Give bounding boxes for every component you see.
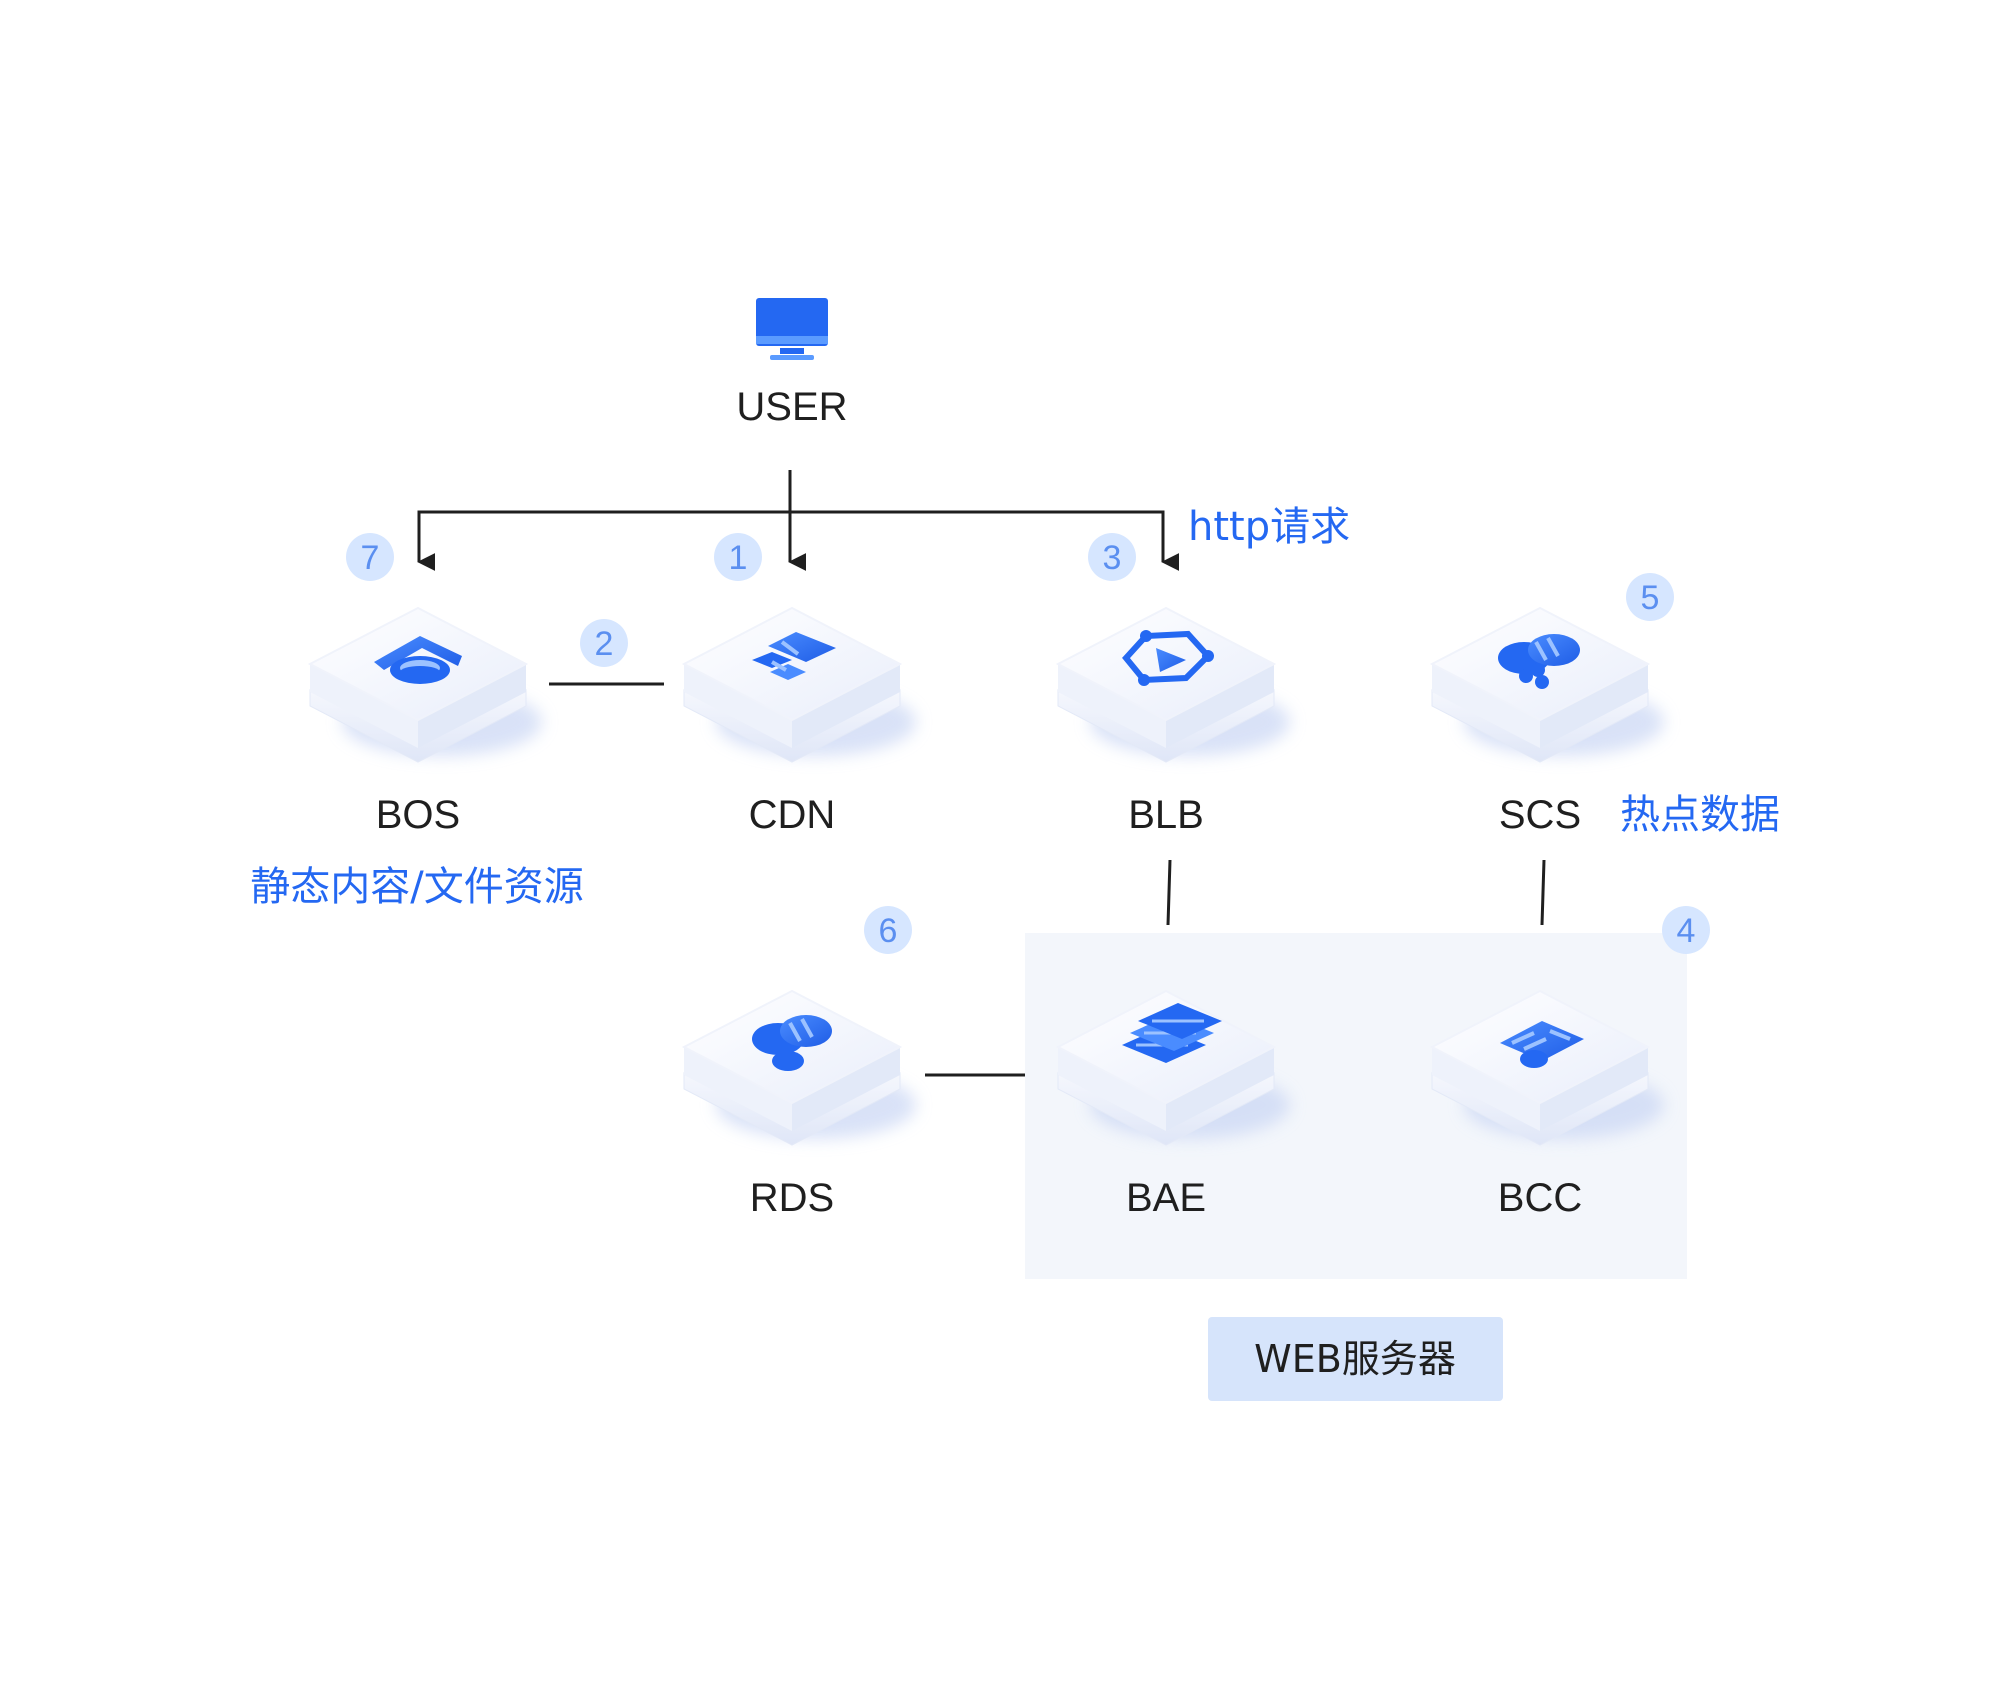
blb-bae-link (1166, 859, 1172, 926)
blb-label: BLB (1128, 793, 1204, 837)
svg-text:7: 7 (361, 539, 380, 577)
cdn-network-icon (752, 632, 836, 680)
rds-label: RDS (750, 1176, 834, 1220)
scs-label: SCS (1499, 793, 1581, 837)
svg-text:5: 5 (1641, 579, 1660, 617)
step-badge-bos-cdn: 2 (580, 619, 628, 667)
app-engine-icon (1122, 1003, 1222, 1063)
user-label: USER (736, 385, 847, 429)
step-badge-scs: 5 (1626, 573, 1674, 621)
hot-data-note: 热点数据 (1620, 792, 1780, 838)
monitor-icon (756, 298, 828, 360)
svg-text:6: 6 (879, 912, 898, 950)
svg-text:3: 3 (1103, 539, 1122, 577)
scs-tile (1429, 606, 1664, 763)
rds-tile (681, 989, 916, 1146)
step-badge-web-group: 4 (1662, 906, 1710, 954)
bos-tile (307, 606, 542, 763)
blb-tile (1055, 606, 1290, 763)
step-badge-blb: 3 (1088, 533, 1136, 581)
svg-text:4: 4 (1677, 912, 1696, 950)
scs-bcc-link (1540, 859, 1546, 926)
bae-tile (1055, 989, 1290, 1146)
service-tiles (307, 606, 1664, 1146)
bcc-label: BCC (1498, 1176, 1582, 1220)
http-bus-line (417, 510, 1180, 571)
load-balancer-icon (1122, 630, 1214, 686)
cdn-tile (681, 606, 916, 763)
connectors (417, 470, 1546, 1077)
step-badge-bos: 7 (346, 533, 394, 581)
bos-label: BOS (376, 793, 460, 837)
svg-text:1: 1 (729, 539, 748, 577)
bcc-tile (1429, 989, 1664, 1146)
step-badge-cdn: 1 (714, 533, 762, 581)
bae-label: BAE (1126, 1176, 1206, 1220)
svg-text:2: 2 (595, 625, 614, 663)
step-badge-rds: 6 (864, 906, 912, 954)
object-storage-icon (374, 636, 462, 684)
relational-database-icon (752, 1015, 832, 1071)
web-server-label-box: WEB服务器 (1208, 1317, 1503, 1401)
cache-database-icon (1498, 634, 1580, 689)
web-server-label: WEB服务器 (1254, 1337, 1456, 1381)
cdn-label: CDN (749, 793, 836, 837)
static-content-note: 静态内容/文件资源 (250, 864, 583, 910)
http-request-note: http请求 (1188, 504, 1350, 550)
cloud-compute-icon (1500, 1021, 1584, 1068)
